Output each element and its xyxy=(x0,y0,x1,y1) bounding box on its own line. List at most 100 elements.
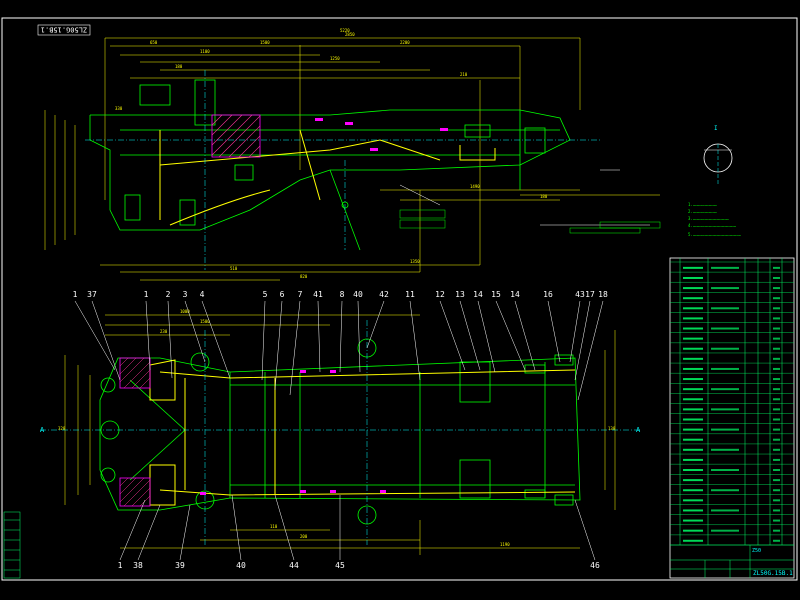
parts-entry-mark xyxy=(711,388,739,391)
parts-entry-mark xyxy=(683,317,703,320)
callout-number: 16 xyxy=(543,290,553,299)
parts-entry-mark xyxy=(683,388,703,391)
detail-label: I xyxy=(714,125,718,132)
dim-top-5: 1250 xyxy=(330,56,340,61)
callout-leaders-top xyxy=(74,300,604,401)
parts-entry-mark xyxy=(773,266,780,269)
parts-entry-mark xyxy=(683,297,703,300)
parts-entry-mark xyxy=(683,266,703,269)
note-5: 5.…………………………………………………… xyxy=(688,232,742,237)
callout-number: 2 xyxy=(166,290,171,299)
side-view-centerlines xyxy=(85,70,600,270)
callout-number: 14 xyxy=(510,290,520,299)
parts-entry-mark xyxy=(683,438,703,441)
side-view-dimension-texts: 2850 650 1500 2200 1100 1250 180 210 510… xyxy=(115,28,548,279)
detail-view: I xyxy=(703,125,733,185)
callout-number: 41 xyxy=(313,290,323,299)
parts-entry-mark xyxy=(683,479,703,482)
parts-entry-mark xyxy=(773,408,780,411)
dim-top-4: 1100 xyxy=(200,49,210,54)
parts-entry-mark xyxy=(683,408,703,411)
parts-entry-mark xyxy=(711,489,739,492)
dim-top-12: 180 xyxy=(540,194,548,199)
side-view-dimension-lines xyxy=(44,37,660,281)
section-mark-right: A xyxy=(636,426,641,434)
parts-entry-mark xyxy=(773,428,780,431)
dim-plan-6: 110 xyxy=(270,524,278,529)
parts-entry-mark xyxy=(773,388,780,391)
side-view-piping xyxy=(159,129,496,226)
drawing-number: ZL50G.15B.1 xyxy=(753,570,793,577)
dim-top-11: 1490 xyxy=(470,184,480,189)
parts-entry-mark xyxy=(711,327,739,330)
callout-number: 14 xyxy=(473,290,483,299)
parts-entry-mark xyxy=(683,529,703,532)
parts-entry-mark xyxy=(683,337,703,340)
parts-entry-mark xyxy=(683,448,703,451)
parts-entry-mark xyxy=(773,337,780,340)
parts-entry-mark xyxy=(773,287,780,290)
parts-entry-mark xyxy=(711,448,739,451)
dim-top-13: 330 xyxy=(115,106,123,111)
dim-plan-5: 130 xyxy=(608,426,616,431)
note-4: 4.……………………………………………… xyxy=(688,223,737,228)
parts-entry-mark xyxy=(683,458,703,461)
parts-entry-mark xyxy=(683,378,703,381)
parts-entry-mark xyxy=(711,367,739,370)
plan-view: 1000 1500 230 320 130 110 200 1190 xyxy=(40,309,641,555)
plan-view-dimension-lines xyxy=(64,314,616,555)
parts-entry-mark xyxy=(773,307,780,310)
dim-plan-3: 230 xyxy=(160,329,168,334)
dim-top-10: 1350 xyxy=(410,259,420,264)
parts-entry-mark xyxy=(711,266,739,269)
parts-entry-mark xyxy=(773,448,780,451)
parts-entry-mark xyxy=(683,539,703,542)
callout-number: 7 xyxy=(298,290,303,299)
parts-entry-mark xyxy=(773,398,780,401)
dim-top-3: 2200 xyxy=(400,40,410,45)
side-view: 2850 650 1500 2200 1100 1250 180 210 510… xyxy=(44,28,661,281)
plan-view-hatch xyxy=(119,357,386,507)
parts-list: Z50 ZL50G.15B.1 xyxy=(669,257,795,579)
sheet-label: Z50 xyxy=(752,548,761,554)
dim-overall-length: 2850 xyxy=(345,32,355,37)
parts-entry-mark xyxy=(683,347,703,350)
callout-number: 15 xyxy=(491,290,501,299)
plan-view-dimension-texts: 1000 1500 230 320 130 110 200 1190 xyxy=(58,309,616,547)
title-tag-text: ZL50G.15B.1 xyxy=(41,26,87,34)
title-tag: ZL50G.15B.1 xyxy=(37,24,91,36)
parts-entry-mark xyxy=(773,469,780,472)
parts-entry-mark xyxy=(711,529,739,532)
dim-plan-8: 1190 xyxy=(500,542,510,547)
callout-number: 5 xyxy=(263,290,268,299)
callout-number: 6 xyxy=(280,290,285,299)
dim-top-7: 210 xyxy=(460,72,468,77)
revision-block xyxy=(3,511,21,579)
parts-entry-mark xyxy=(773,357,780,360)
parts-entry-mark xyxy=(773,539,780,542)
callout-number: 12 xyxy=(435,290,445,299)
parts-entry-mark xyxy=(711,408,739,411)
note-2: 2.………………………… xyxy=(688,209,717,214)
callout-number: 1 xyxy=(144,290,149,299)
parts-entry-mark xyxy=(683,519,703,522)
callout-number: 45 xyxy=(335,561,345,570)
dim-top-9: 820 xyxy=(300,274,308,279)
parts-entry-mark xyxy=(773,347,780,350)
parts-entry-mark xyxy=(773,418,780,421)
parts-entry-mark xyxy=(773,438,780,441)
parts-entry-mark xyxy=(773,276,780,279)
callout-number: 1 xyxy=(73,290,78,299)
note-1: 1.………………………… xyxy=(688,202,717,207)
parts-entry-mark xyxy=(711,307,739,310)
parts-entry-mark xyxy=(683,367,703,370)
dim-plan-4: 320 xyxy=(58,426,66,431)
parts-entry-mark xyxy=(773,499,780,502)
parts-entry-mark xyxy=(773,489,780,492)
parts-entry-mark xyxy=(683,499,703,502)
side-view-hatch xyxy=(211,114,448,158)
parts-entry-mark xyxy=(773,519,780,522)
